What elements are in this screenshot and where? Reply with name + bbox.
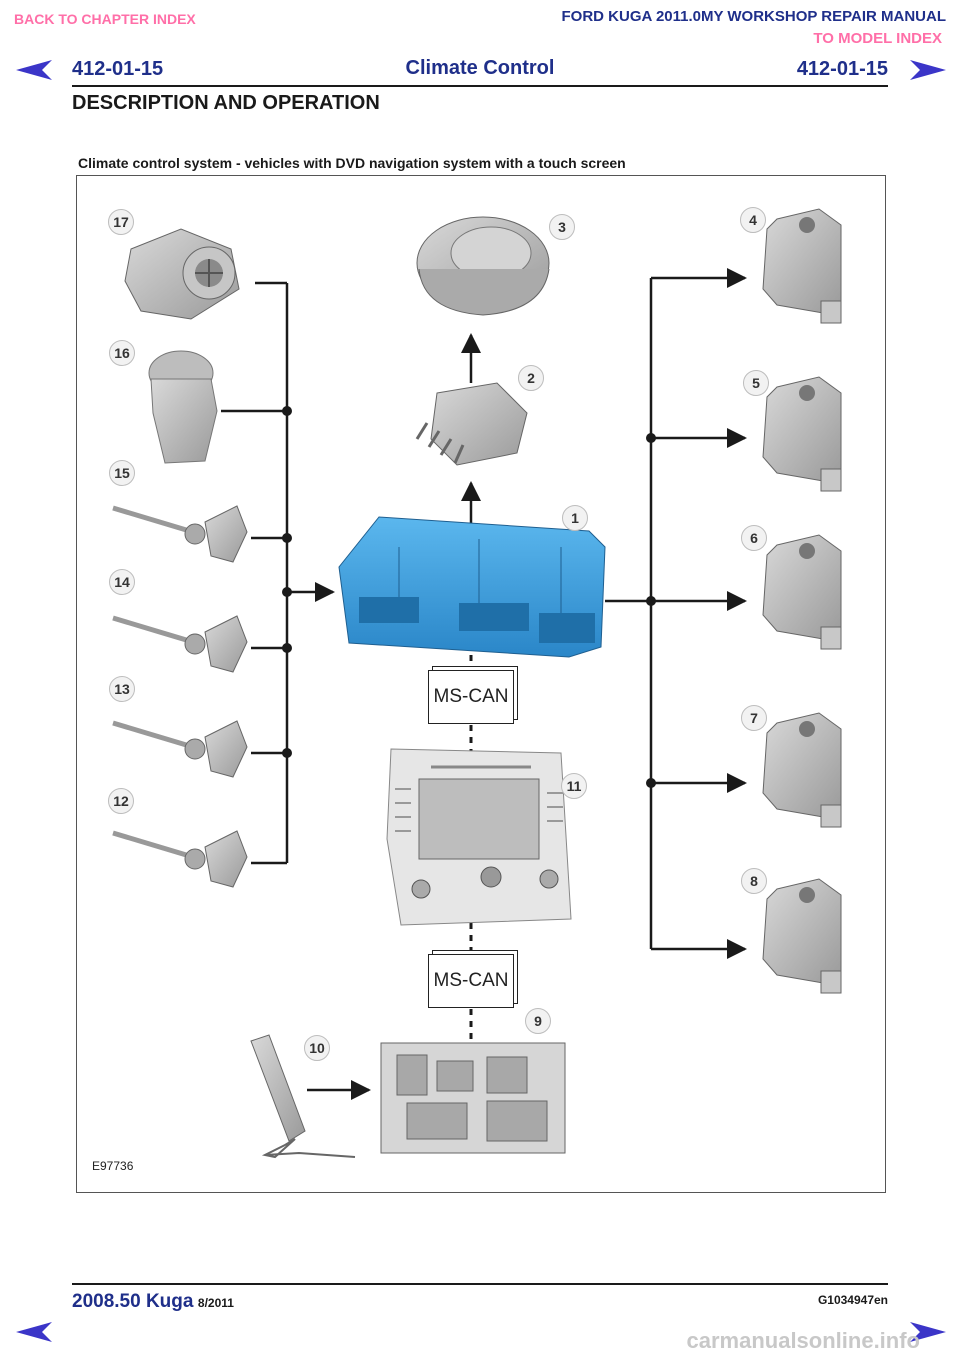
component-12 [113, 831, 247, 887]
callout-7: 7 [741, 705, 767, 731]
component-15 [113, 506, 247, 562]
callout-8: 8 [741, 868, 767, 894]
callout-14: 14 [109, 569, 135, 595]
component-13 [113, 721, 247, 777]
component-10 [251, 1035, 355, 1157]
callout-6: 6 [741, 525, 767, 551]
ms-can-label-2: MS-CAN [428, 954, 514, 1008]
callout-13: 13 [109, 676, 135, 702]
component-5 [763, 377, 841, 491]
component-6 [763, 535, 841, 649]
component-9 [381, 1043, 565, 1153]
footer-model-year: 2008.50 Kuga [72, 1291, 193, 1312]
component-14 [113, 616, 247, 672]
watermark: carmanualsonline.info [687, 1328, 921, 1354]
callout-15: 15 [109, 460, 135, 486]
callout-3: 3 [549, 214, 575, 240]
footer-date: 8/2011 [198, 1296, 234, 1310]
page-number-right: 412-01-15 [797, 58, 888, 81]
callout-17: 17 [108, 209, 134, 235]
component-16 [149, 351, 217, 463]
input-bus-lines [221, 283, 333, 863]
output-bus-lines [605, 278, 745, 949]
to-model-index-link[interactable]: TO MODEL INDEX [813, 30, 942, 47]
component-7 [763, 713, 841, 827]
callout-2: 2 [518, 365, 544, 391]
component-17 [125, 229, 239, 319]
callout-5: 5 [743, 370, 769, 396]
callout-1: 1 [562, 505, 588, 531]
manual-title: FORD KUGA 2011.0MY WORKSHOP REPAIR MANUA… [562, 8, 947, 25]
callout-11: 11 [561, 773, 587, 799]
callout-12: 12 [108, 788, 134, 814]
callout-16: 16 [109, 340, 135, 366]
component-11 [387, 749, 571, 925]
component-2 [417, 383, 527, 465]
component-4 [763, 209, 841, 323]
footer-model-info: 2008.50 Kuga 8/2011 [72, 1291, 234, 1313]
back-to-chapter-index-link[interactable]: BACK TO CHAPTER INDEX [14, 11, 196, 27]
component-8 [763, 879, 841, 993]
component-1 [339, 517, 605, 657]
footer-doc-code: G1034947en [818, 1293, 888, 1307]
header-rule [72, 85, 888, 87]
callout-4: 4 [740, 207, 766, 233]
figure-caption: Climate control system - vehicles with D… [78, 155, 626, 171]
footer-rule [72, 1283, 888, 1285]
footer-previous-page-arrow-icon[interactable] [14, 1320, 54, 1344]
section-title: DESCRIPTION AND OPERATION [72, 92, 380, 115]
callout-10: 10 [304, 1035, 330, 1061]
component-3 [417, 217, 549, 315]
ms-can-label-1: MS-CAN [428, 670, 514, 724]
callout-9: 9 [525, 1008, 551, 1034]
figure-id: E97736 [92, 1159, 133, 1173]
